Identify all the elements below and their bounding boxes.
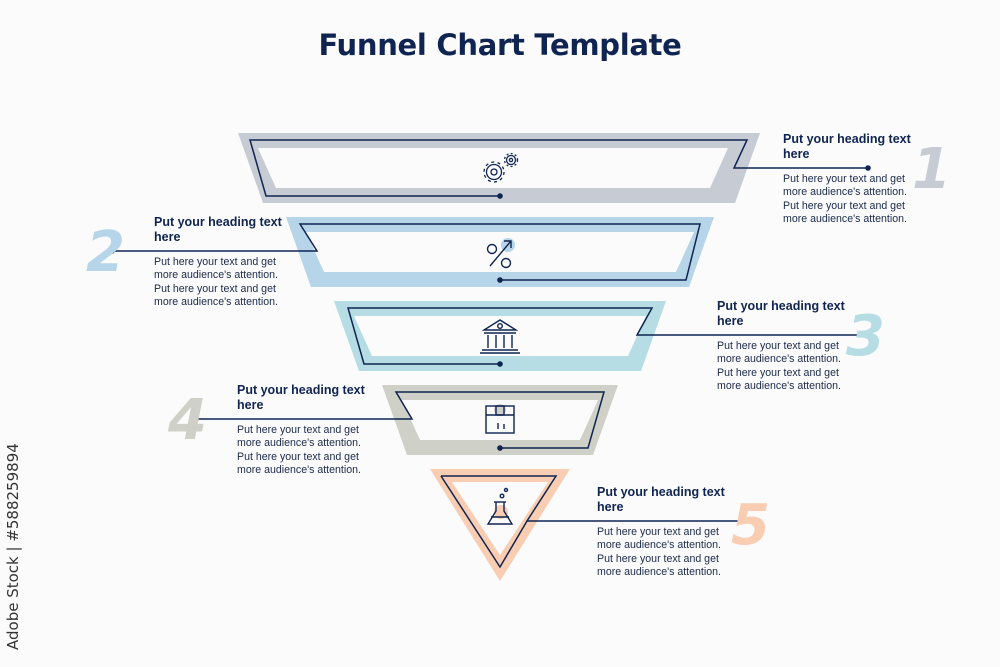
funnel-inner-3 [354,316,646,356]
connector-dot-1a [497,193,503,199]
funnel-level-1 [238,133,871,203]
step-1-number: 1 [912,137,951,202]
step-4-text: Put your heading text here Put here your… [237,383,367,478]
step-5-number: 5 [731,493,770,558]
step-2-heading: Put your heading text here [154,215,282,244]
connector-dot-5 [739,518,745,524]
connector-dot-3a [497,361,503,367]
connector-dot-3b [865,332,871,338]
step-3-number: 3 [846,304,885,369]
step-1-body: Put here your text and get more audience… [783,173,907,226]
funnel-outline-3 [347,307,868,365]
funnel-inner-4 [402,400,598,440]
flask-icon [486,487,514,525]
connector-dot-2a [497,277,503,283]
funnel-outline-2 [112,223,701,281]
step-3-heading: Put your heading text here [717,299,845,328]
funnel-inner-1 [258,148,728,188]
gears-icon [483,152,519,183]
funnel-outline-4 [196,391,605,449]
step-5-heading: Put your heading text here [597,485,725,514]
page-title: Funnel Chart Template [318,28,682,62]
funnel-outline-1 [249,139,868,197]
step-4-number: 4 [168,388,207,453]
funnel-level-2 [109,217,714,287]
step-1-heading: Put your heading text here [783,132,911,161]
step-1-text: Put your heading text here Put here your… [783,132,913,227]
step-5-body: Put here your text and get more audience… [597,526,721,579]
step-2-text: Put your heading text here Put here your… [154,215,284,310]
funnel-inner-2 [306,232,694,272]
step-4-heading: Put your heading text here [237,383,365,412]
step-4-body: Put here your text and get more audience… [237,424,361,477]
bank-icon [480,319,520,354]
stock-credit: Adobe Stock | #588259894 [4,443,22,650]
connector-dot-4a [497,445,503,451]
funnel-outline-5b [440,475,528,569]
step-2-body: Put here your text and get more audience… [154,256,278,309]
package-box-icon [485,404,515,434]
step-2-number: 2 [86,220,125,285]
funnel-outline-5 [441,475,742,522]
percent-arrow-icon [486,238,515,269]
step-5-text: Put your heading text here Put here your… [597,485,727,580]
step-3-body: Put here your text and get more audience… [717,340,841,393]
funnel-level-4 [193,385,618,455]
connector-dot-4b [193,416,199,422]
connector-dot-2b [109,248,115,254]
funnel-level-3 [334,301,871,371]
step-3-text: Put your heading text here Put here your… [717,299,847,394]
connector-dot-1b [865,165,871,171]
